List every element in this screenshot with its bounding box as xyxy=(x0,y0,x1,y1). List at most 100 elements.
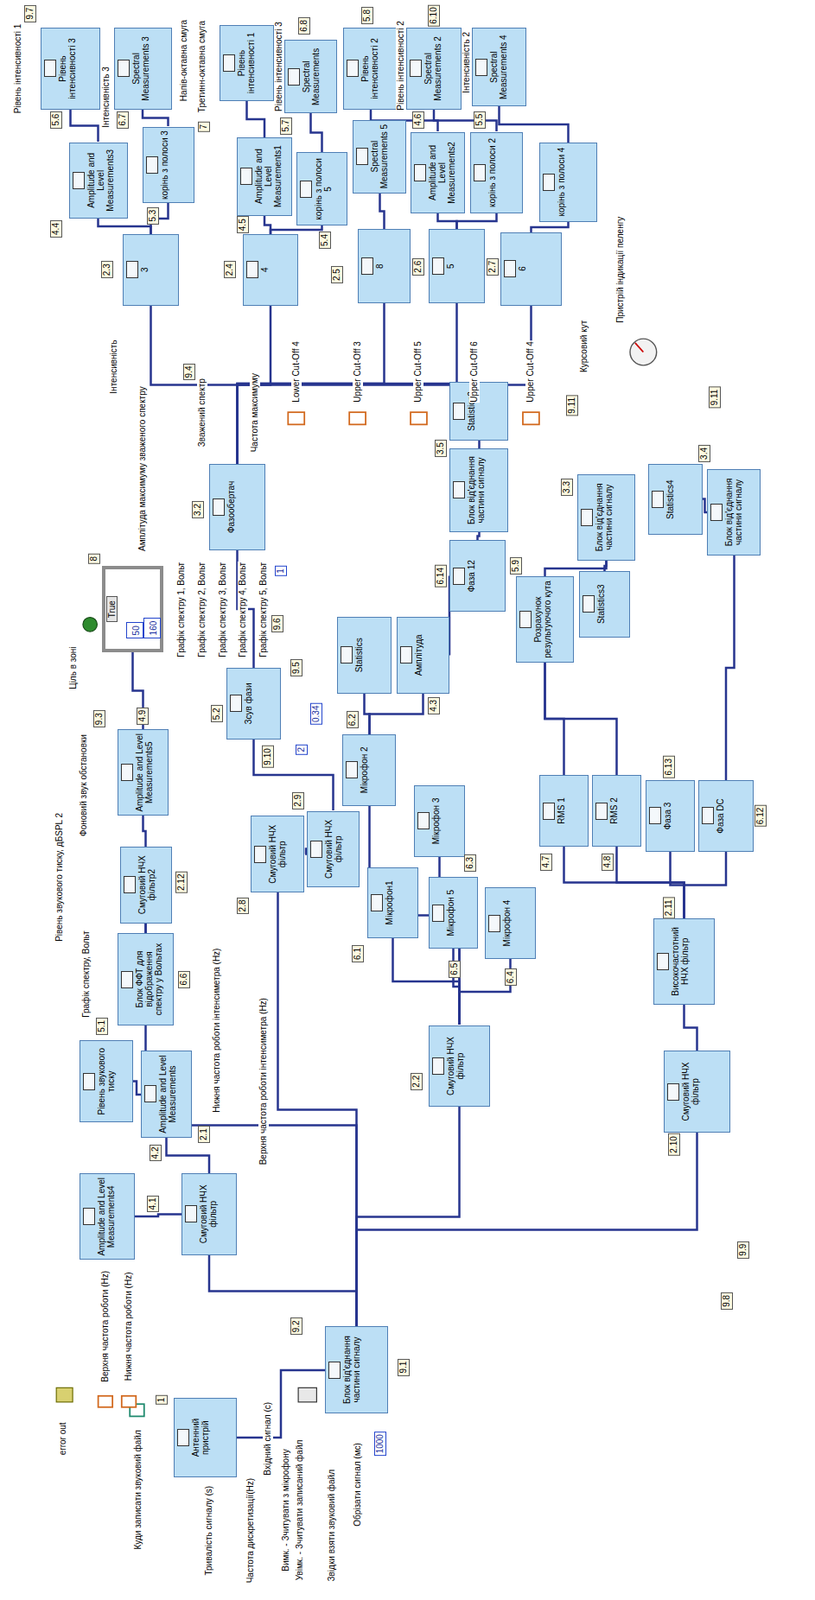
express-vi-block: Фаза 3 xyxy=(645,780,695,853)
callout-number: 6.4 xyxy=(504,968,517,987)
vi-icon xyxy=(346,59,359,77)
terminal-label: Зважений спектр xyxy=(197,377,208,448)
express-vi-block: Рівень звукового тиску xyxy=(79,1040,133,1123)
express-vi-block: Блок від'єднання частини сигналу xyxy=(449,448,510,533)
terminal-label: Обрізати сигнал (мс) xyxy=(352,1442,363,1529)
gauge-needle xyxy=(635,343,644,353)
case-structure: True50160 xyxy=(101,566,164,653)
vi-icon xyxy=(340,646,353,664)
express-vi-block: Смуговий НЧХ фільтр2 xyxy=(120,846,172,924)
vi-icon xyxy=(287,68,300,86)
error-cluster-icon xyxy=(56,1388,73,1403)
callout-number: 4.2 xyxy=(149,1144,162,1162)
callout-number: 2.9 xyxy=(292,792,305,810)
block-label: корінь з полоси 4 xyxy=(556,147,567,217)
callout-number: 2.12 xyxy=(175,872,188,894)
vi-icon xyxy=(400,646,413,664)
vi-icon xyxy=(120,764,134,782)
vi-icon xyxy=(452,482,465,500)
express-vi-block: 5 xyxy=(428,229,485,304)
callout-number: 6.3 xyxy=(464,854,477,873)
terminal-label: Upper Cut-Off 6 xyxy=(469,340,480,403)
vi-icon xyxy=(44,59,57,77)
vi-icon xyxy=(651,490,664,509)
express-vi-block: 3 xyxy=(122,234,179,306)
terminal-label: Звідки взяти звуковий файл xyxy=(326,1469,338,1584)
callout-number: 4.7 xyxy=(540,853,553,872)
express-vi-block: Рівень інтенсивності 1 xyxy=(219,25,274,102)
express-vi-block: Statistics xyxy=(337,617,392,695)
block-label: 6 xyxy=(517,266,528,272)
express-vi-block: Зсув фази xyxy=(226,668,281,740)
vi-icon xyxy=(519,611,532,629)
callout-number: 9.10 xyxy=(261,745,274,768)
express-vi-block: Мікрофон 5 xyxy=(428,877,478,949)
vi-icon xyxy=(222,54,236,72)
express-vi-block: 8 xyxy=(357,229,411,304)
vi-icon xyxy=(370,894,383,912)
terminal-label: Пристрій індикації пеленгу xyxy=(615,216,626,325)
data-wire xyxy=(247,101,266,138)
callout-number: 5.8 xyxy=(361,6,374,25)
numeric-control-icon xyxy=(522,412,540,425)
terminal-label: Увімк. - Зчитувати записаний файл xyxy=(294,1439,306,1583)
express-vi-block: Amplitude and Level Measurements1 xyxy=(236,137,293,217)
vi-icon xyxy=(409,59,422,77)
vi-icon xyxy=(246,261,259,279)
terminal-label: Рівень звукового тиску, дБSPL 2 xyxy=(54,812,65,943)
block-label: 5 xyxy=(445,263,456,269)
vi-icon xyxy=(503,260,516,278)
data-wire xyxy=(356,1107,460,1328)
numeric-control-icon xyxy=(287,412,305,425)
callout-number: 5.2 xyxy=(210,705,223,723)
terminal-label: Інтенсивність 3 xyxy=(101,65,112,129)
callout-number: 1 xyxy=(155,1395,168,1407)
vi-icon xyxy=(417,812,430,830)
terminal-label: Графік спектру 2, Вольт xyxy=(197,561,208,659)
block-label: Антенний пристрій xyxy=(191,1401,211,1475)
callout-number: 9.11 xyxy=(708,387,721,409)
callout-number: 6.5 xyxy=(448,961,461,979)
numeric-constant: 160 xyxy=(143,617,161,640)
terminal-label: Графік спектру 1, Вольт xyxy=(176,561,187,659)
express-vi-block: Мікрофон 2 xyxy=(342,734,397,807)
express-vi-block: Фаза 12 xyxy=(449,540,506,612)
express-vi-block: Смуговий НЧХ фільтр xyxy=(250,815,306,893)
block-label: RMS 2 xyxy=(609,797,619,825)
vi-icon xyxy=(356,147,369,166)
vi-icon xyxy=(229,694,242,713)
block-label: Блок від'єднання частини сигналу xyxy=(342,1330,362,1410)
express-vi-block: Мікрофон1 xyxy=(367,867,419,940)
terminal-label: Нижня частота роботи інтенсиметра (Hz) xyxy=(211,948,223,1115)
block-label: 50 xyxy=(131,625,141,636)
callout-number: 9.3 xyxy=(93,710,106,728)
data-wire xyxy=(70,109,99,142)
data-wire xyxy=(564,846,685,919)
callout-number: 6.8 xyxy=(298,17,311,35)
block-label: Фаза DC xyxy=(715,798,726,834)
data-wire xyxy=(369,694,424,735)
data-wire xyxy=(477,532,480,541)
terminal-label: Графік спектру, Вольт xyxy=(81,929,92,1019)
terminal-label: Ціль в зоні xyxy=(68,645,79,690)
block-label: Рівень інтенсивності 1 xyxy=(236,28,256,99)
callout-number: 2.7 xyxy=(486,258,499,276)
data-wire xyxy=(380,193,385,230)
callout-number: 6.2 xyxy=(346,711,359,729)
terminal-label: Частота дискретизації(Hz) xyxy=(245,1477,256,1585)
terminal-label: Вимк. - Зчитувати з мікрофону xyxy=(280,1448,292,1573)
numeric-constant: 50 xyxy=(126,622,144,639)
vi-icon xyxy=(82,1208,96,1226)
callout-number: 9.9 xyxy=(737,1241,750,1260)
data-wire xyxy=(143,815,147,847)
express-vi-block: корінь з полоси 3 xyxy=(142,127,194,204)
express-vi-block: Смуговий НЧХ фільтр xyxy=(306,811,360,889)
vi-icon xyxy=(123,876,136,894)
express-vi-block: Amplitude and Level Measurements5 xyxy=(117,729,169,816)
express-vi-block: Мікрофон 3 xyxy=(413,785,465,858)
numeric-constant: 0.34 xyxy=(310,703,323,726)
data-wire xyxy=(393,938,460,1026)
block-label: Statistics3 xyxy=(596,584,606,624)
block-label: корінь з полоси 2 xyxy=(487,138,497,208)
express-vi-block: Високочастотний НЧХ фільтр xyxy=(653,918,715,1006)
